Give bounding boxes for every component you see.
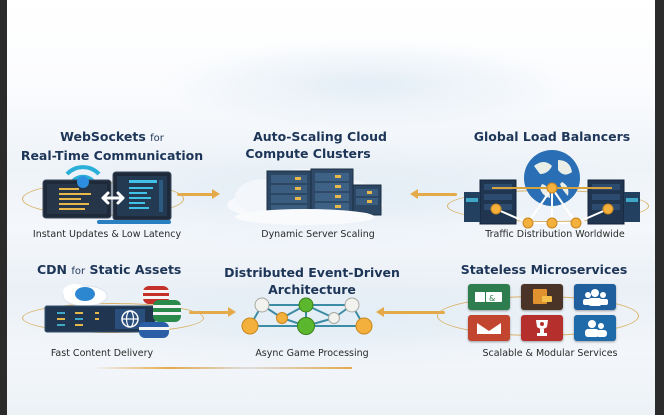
wallet-card-icon [533,289,552,304]
node-caption: Scalable & Modular Services [482,348,618,359]
group-tile [574,284,616,310]
node-title: Distributed Event-Driven Architecture [222,264,402,298]
svg-text:&: & [489,294,495,303]
cloud-server-rack-icon [227,168,383,225]
title-text-small: for [71,266,86,277]
title-text: WebSockets [60,129,146,144]
node-caption: Fast Content Delivery [50,348,154,359]
inventory-tile [521,284,563,310]
decorative-divider [92,367,352,369]
mail-icon [477,323,501,334]
arrow-microservices-to-eventdriven [376,307,445,317]
diagram-canvas: WebSockets for Real-Time Communication [7,0,655,415]
users-group-icon [583,289,608,306]
money-icon: & [475,292,502,303]
users-pair-icon [585,320,607,337]
node-caption: Async Game Processing [255,348,369,359]
node-caption: Traffic Distribution Worldwide [485,229,625,240]
background-haze [157,40,577,130]
title-text: Auto-Scaling Cloud [253,129,387,144]
users-tile [574,315,616,341]
title-text: Compute Clusters [245,146,371,161]
node-title: Auto-Scaling Cloud Compute Clusters [235,128,405,162]
arrow-websockets-to-autoscaling [177,189,220,199]
title-text: CDN [37,262,68,277]
title-text: Distributed Event-Driven [224,265,400,280]
trophy-icon [536,320,548,336]
payments-tile: & [468,284,510,310]
title-text: Real-Time Communication [20,148,204,163]
laptops-wifi-sync-icon [42,165,172,224]
node-title: WebSockets for Real-Time Communication [7,128,217,164]
node-caption: Dynamic Server Scaling [261,229,375,240]
node-graph-icon [241,297,373,335]
title-text: Static Assets [89,262,182,277]
cloud-cdn-server-chips-icon [44,284,181,338]
title-text: Architecture [268,282,356,297]
mail-tile [468,315,510,341]
node-caption: Instant Updates & Low Latency [32,229,182,240]
arrow-loadbalancers-to-autoscaling [410,189,457,199]
title-text: Global Load Balancers [473,129,631,144]
node-title: Global Load Balancers [467,128,637,145]
arrow-cdn-to-eventdriven [189,307,236,317]
globe-servers-network-icon [464,150,640,229]
title-text-small: for [150,133,164,144]
node-title: Stateless Microservices [459,261,629,278]
trophy-tile [521,315,563,341]
title-text: Stateless Microservices [460,262,628,277]
node-title: CDN for Static Assets [37,261,187,280]
